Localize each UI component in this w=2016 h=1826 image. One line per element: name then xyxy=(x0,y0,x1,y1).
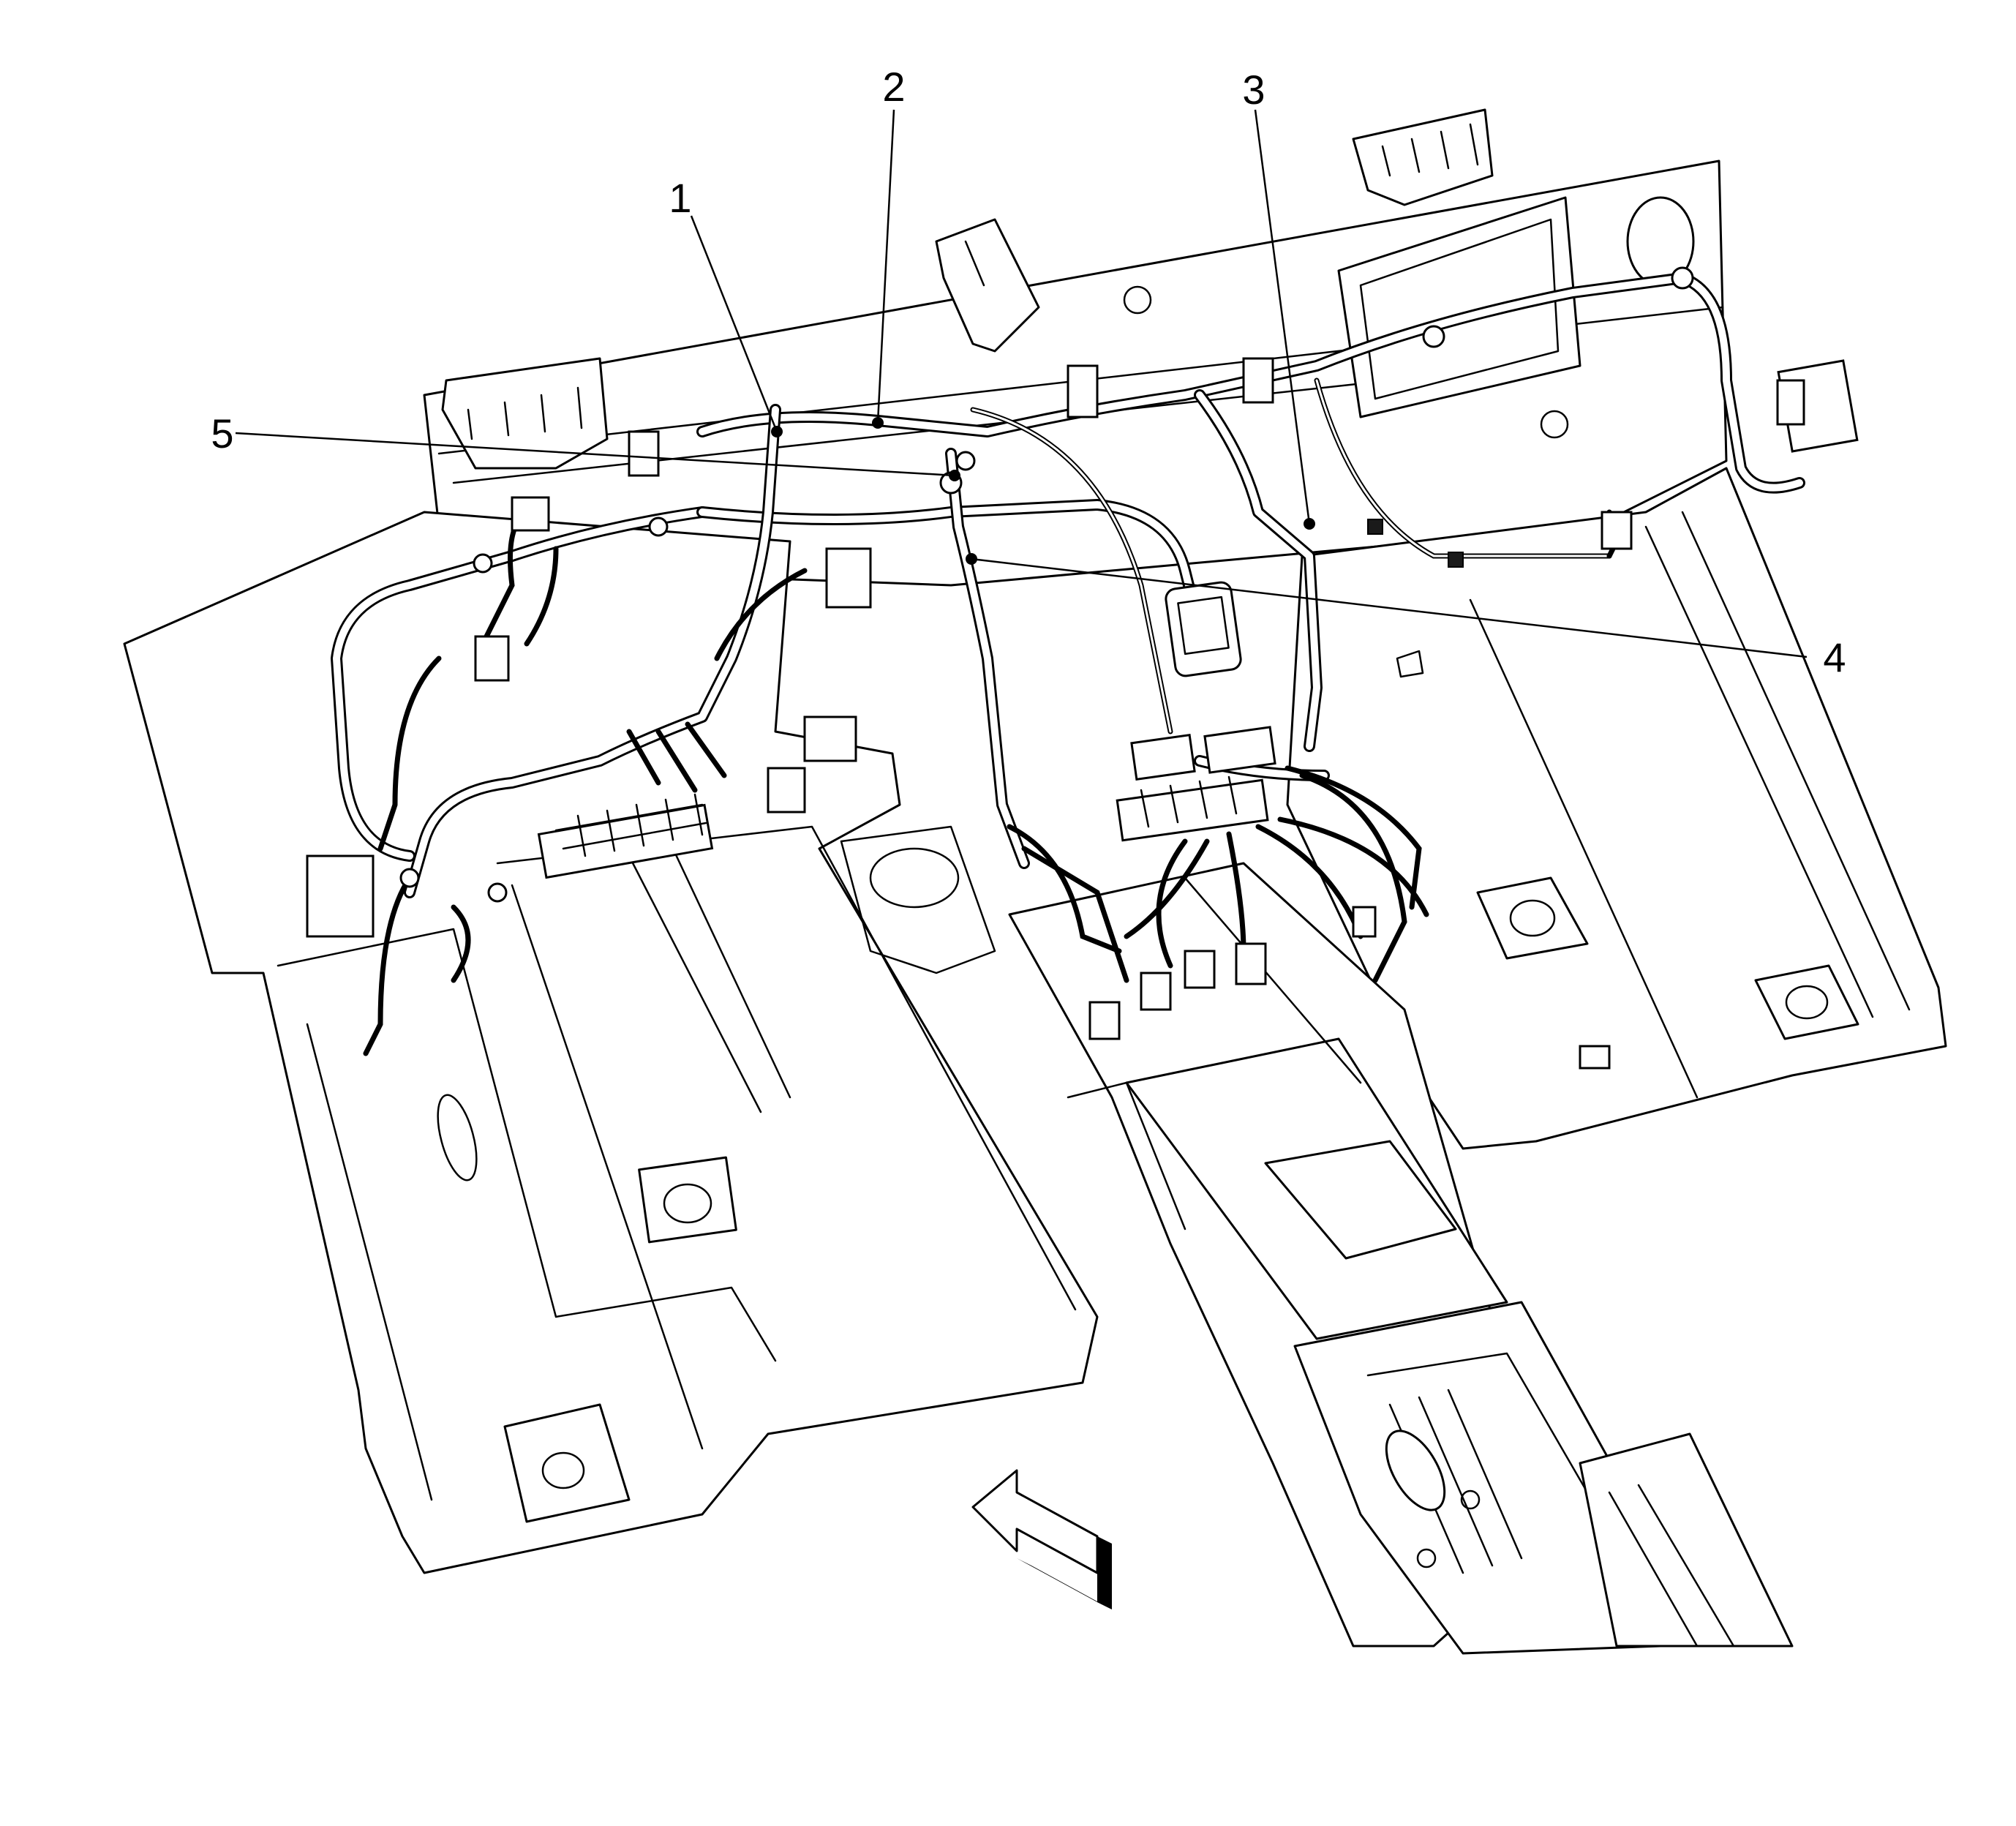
leader-5-dot xyxy=(949,470,960,481)
callout-4: 4 xyxy=(1823,634,1846,680)
leader-2-dot xyxy=(872,417,884,429)
leader-4-dot xyxy=(966,553,977,565)
leader-2 xyxy=(876,109,895,424)
callout-5: 5 xyxy=(211,410,233,456)
center-console xyxy=(1008,862,1794,1655)
callout-3: 3 xyxy=(1242,67,1265,113)
firewall-panel xyxy=(423,108,1728,587)
leader-3 xyxy=(1254,109,1311,525)
callout-labels: 1 2 3 4 5 xyxy=(211,64,1846,680)
leader-1-dot xyxy=(771,426,783,437)
callout-1: 1 xyxy=(669,175,691,221)
leader-lines xyxy=(235,109,1808,658)
right-floor-pan xyxy=(1286,467,1947,1150)
callout-2: 2 xyxy=(882,64,905,110)
connectors xyxy=(306,266,1859,1070)
leader-3-dot xyxy=(1304,518,1315,530)
leader-1 xyxy=(690,215,778,432)
leader-4 xyxy=(971,557,1808,658)
leader-5 xyxy=(235,432,955,477)
main-wire-harness xyxy=(331,272,1805,898)
left-floor-pan xyxy=(123,511,1099,1574)
arrow-icon xyxy=(971,1469,1112,1609)
